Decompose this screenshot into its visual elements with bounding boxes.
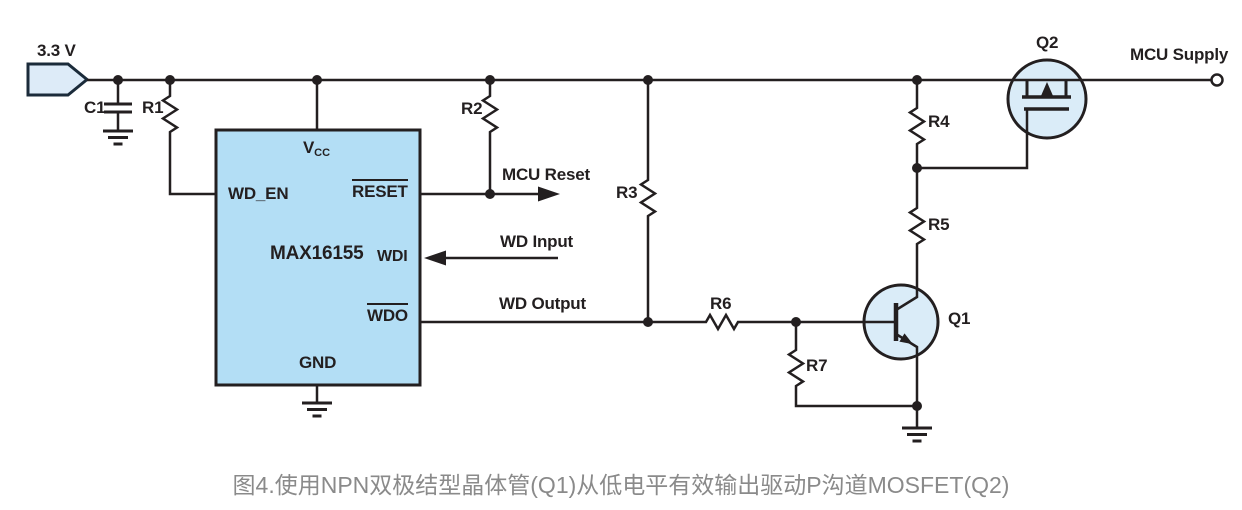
wd-input-signal-label: WD Input (500, 232, 573, 251)
junction-dot (643, 317, 653, 327)
ic-ground-icon (302, 401, 332, 418)
ic-pin-vcc-main: V (303, 138, 315, 157)
r6-label: R6 (710, 294, 732, 313)
wdo-wire-r6-resistor (420, 312, 896, 332)
mcu-reset-arrowhead-icon (538, 186, 560, 202)
junction-dot (113, 75, 123, 85)
ic-pin-vcc-sub: CC (314, 147, 331, 159)
q2-body-arrow-icon (1040, 82, 1054, 97)
q1-emitter-arrow-icon (899, 333, 913, 345)
r5-label: R5 (928, 215, 950, 234)
ic-pin-wd-en: WD_EN (228, 184, 289, 203)
r1-label: R1 (142, 98, 164, 117)
figure-caption: 图4.使用NPN双极结型晶体管(Q1)从低电平有效输出驱动P沟道MOSFET(Q… (232, 472, 1010, 498)
wd-output-signal-label: WD Output (499, 294, 586, 313)
junction-dot (643, 75, 653, 85)
ic-pin-reset: RESET (352, 179, 408, 202)
junction-dot (912, 401, 922, 411)
ic-pin-gnd: GND (299, 353, 337, 372)
c1-label: C1 (84, 98, 106, 117)
supply-flag (26, 62, 90, 97)
junction-dot (312, 75, 322, 85)
ic-pin-wdi: WDI (377, 248, 408, 265)
r7-label: R7 (806, 356, 828, 375)
q2-source-drain-stubs (1025, 80, 1068, 97)
wd-input-arrowhead-icon (424, 250, 446, 266)
q1-ground-icon (902, 426, 932, 443)
junction-dot (165, 75, 175, 85)
c1-ground-icon (103, 129, 133, 146)
mcu-supply-terminal-icon (1210, 73, 1224, 87)
junction-dots (113, 75, 922, 411)
junction-dot (912, 163, 922, 173)
q1-npn-symbol (893, 303, 913, 345)
wires (87, 78, 1211, 428)
junction-dot (485, 75, 495, 85)
q2-gate-wire (917, 109, 1029, 170)
r2-resistor-branch (480, 80, 500, 194)
q2-pmos-body (1006, 58, 1088, 140)
mcu-reset-signal-label: MCU Reset (502, 165, 590, 184)
c1-capacitor-plates (104, 102, 132, 114)
q2-pmos-symbol (1022, 80, 1071, 111)
r3-resistor-branch (638, 80, 658, 322)
r3-label: R3 (616, 183, 638, 202)
r4-label: R4 (928, 112, 950, 131)
ic-body (214, 128, 422, 387)
supply-net-label: 3.3 V (37, 41, 76, 60)
junction-dot (912, 75, 922, 85)
q1-label: Q1 (948, 309, 971, 328)
r2-label: R2 (461, 99, 483, 118)
junction-dot (791, 317, 801, 327)
q2-label: Q2 (1036, 33, 1059, 52)
ic-pin-vcc: VCC (303, 138, 331, 159)
ground-symbols (103, 129, 932, 443)
junction-dot (485, 189, 495, 199)
r7-resistor-branch (786, 322, 917, 408)
r4-r5-resistor-branch (895, 80, 927, 312)
ic-pin-wdo: WDO (367, 303, 408, 326)
mcu-supply-label: MCU Supply (1130, 45, 1229, 64)
ic-part-number: MAX16155 (270, 243, 364, 264)
r1-resistor-branch (160, 80, 216, 196)
